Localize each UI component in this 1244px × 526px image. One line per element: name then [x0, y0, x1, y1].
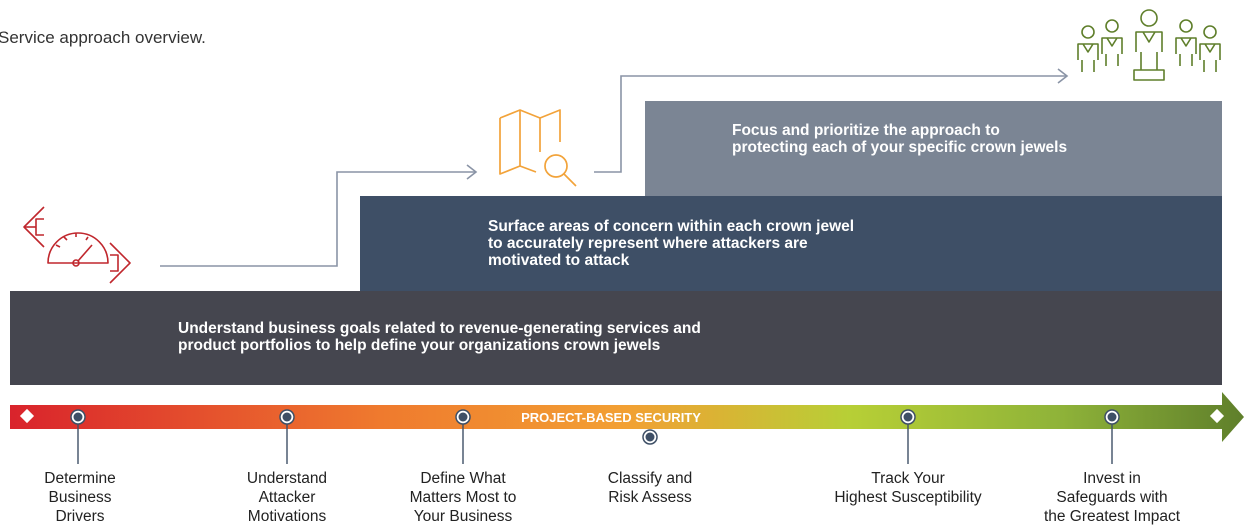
band-prioritize: Focus and prioritize the approach to pro…: [645, 101, 1222, 196]
connector-arrow-2: [1057, 68, 1069, 84]
step-determine-drivers: Determine Business Drivers: [44, 470, 116, 525]
map-search-icon: [499, 109, 577, 187]
milestone-dots: [70, 409, 1120, 445]
step-classify-risk: Classify and Risk Assess: [607, 470, 693, 506]
timeline-bar: [10, 392, 1244, 442]
connector-line-2: [594, 75, 1066, 173]
band-surface-concerns-text: Surface areas of concern within each cro…: [488, 218, 855, 269]
end-diamond: [1209, 408, 1225, 424]
step-track-susceptibility: Track Your Highest Susceptibility: [834, 470, 982, 506]
start-diamond: [19, 408, 35, 424]
band-understand-goals-text: Understand business goals related to rev…: [178, 320, 701, 354]
step-understand-motivations: Understand Attacker Motivations: [246, 470, 328, 525]
figure-caption: Service approach overview.: [0, 28, 206, 47]
step-invest-safeguards: Invest in Safeguards with the Greatest I…: [1043, 470, 1181, 525]
team-icon: [1077, 9, 1221, 81]
band-surface-concerns: Surface areas of concern within each cro…: [360, 196, 1222, 291]
connector-line-1: [160, 171, 475, 267]
connector-arrow-1: [466, 164, 478, 180]
band-prioritize-text: Focus and prioritize the approach to pro…: [732, 122, 1068, 156]
timeline-label: PROJECT-BASED SECURITY: [521, 410, 701, 425]
band-understand-goals: Understand business goals related to rev…: [10, 291, 1222, 385]
step-define-what-matters: Define What Matters Most to Your Busines…: [409, 470, 517, 525]
speedometer-arrows-icon: [23, 206, 131, 284]
